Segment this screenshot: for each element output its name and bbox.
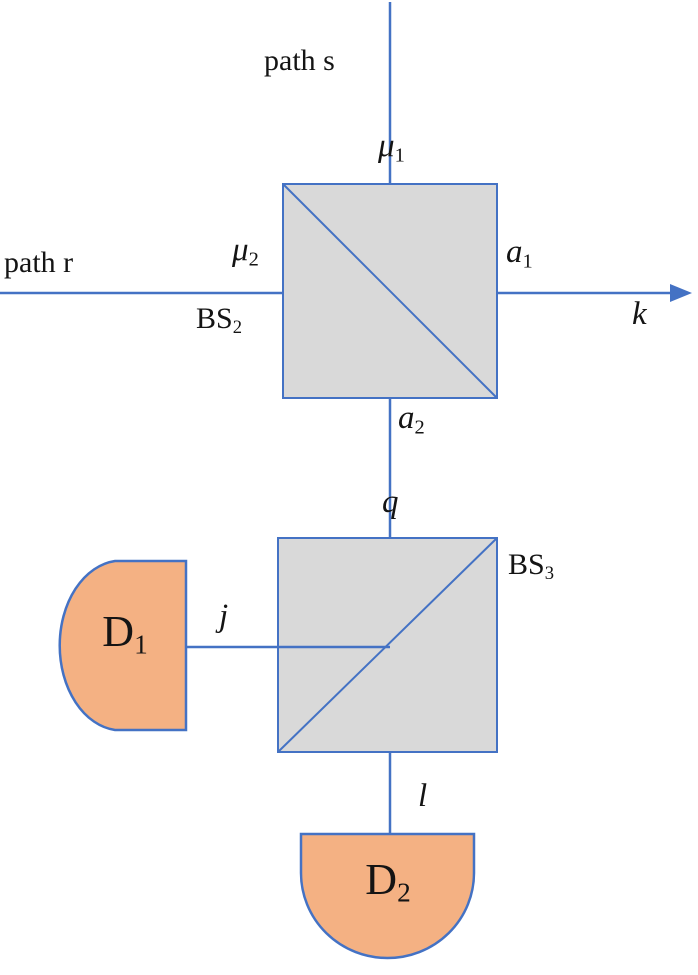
label-bs2: BS2	[196, 302, 242, 339]
label-a2: a2	[398, 400, 425, 439]
bs2-diagonal	[282, 183, 498, 399]
label-mu2: μ2	[232, 232, 259, 271]
label-d1: D1	[102, 607, 148, 660]
label-k: k	[632, 296, 647, 332]
label-l: l	[418, 778, 428, 814]
label-path-s: path s	[264, 44, 335, 77]
detector-d2-shape	[299, 832, 476, 960]
label-d2: D2	[365, 855, 411, 908]
bs3-diagonal	[277, 537, 498, 753]
label-path-r: path r	[4, 246, 74, 279]
detector-d1-shape	[58, 559, 188, 732]
label-q: q	[382, 484, 399, 520]
label-j: j	[219, 598, 229, 634]
label-mu1: μ1	[378, 128, 405, 167]
label-bs3: BS3	[508, 548, 554, 585]
label-a1: a1	[506, 234, 533, 273]
beam-arrowhead-k	[670, 284, 692, 302]
